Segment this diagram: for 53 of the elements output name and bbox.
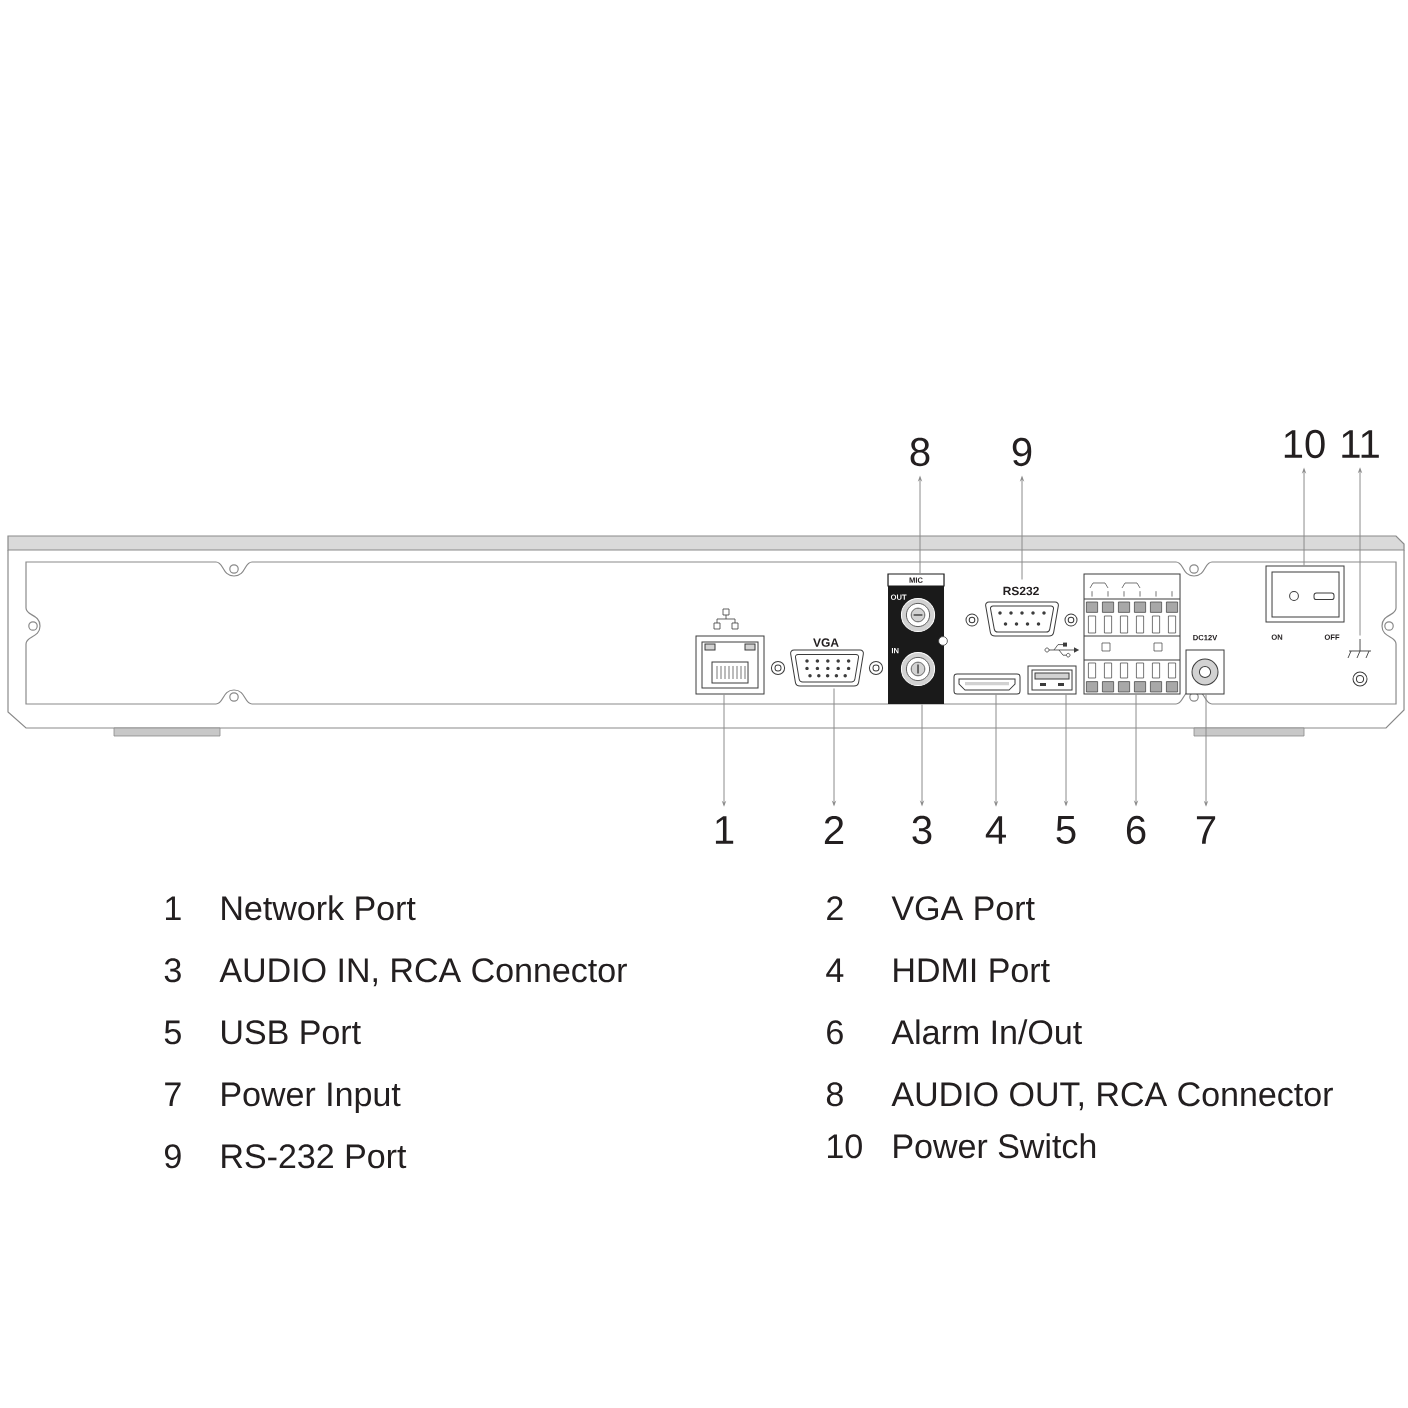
leader-line xyxy=(918,476,922,575)
leader-line xyxy=(1358,468,1362,637)
key-label: HDMI Port xyxy=(894,958,1050,983)
key-number: 3 xyxy=(164,958,181,983)
leader-line xyxy=(1020,476,1024,581)
callout-number: 7 xyxy=(1196,816,1216,844)
leader-line xyxy=(1204,693,1208,806)
callout-number: 10 xyxy=(1284,429,1325,459)
usb-port xyxy=(1027,665,1077,695)
key-number: 1 xyxy=(166,896,181,920)
callout-number: 3 xyxy=(912,815,932,845)
leader-line xyxy=(722,693,726,806)
ethernet-port xyxy=(695,635,765,695)
key-label: Power Input xyxy=(222,1082,401,1114)
key-number: 4 xyxy=(826,958,844,982)
rocker-switch xyxy=(1265,565,1345,623)
vga-port xyxy=(770,649,884,687)
callout-number: 6 xyxy=(1126,815,1146,845)
key-number: 8 xyxy=(826,1082,843,1107)
key-number: 9 xyxy=(165,1144,181,1169)
ground-terminal xyxy=(1347,638,1372,687)
leader-line xyxy=(832,687,836,806)
leader-line xyxy=(1064,693,1068,806)
key-label: Power Switch xyxy=(894,1133,1096,1159)
rca-jack xyxy=(888,636,948,704)
key-number: 6 xyxy=(827,1020,843,1045)
serial-port xyxy=(965,601,1078,637)
rca-jack xyxy=(887,573,945,639)
key-number: 5 xyxy=(164,1020,181,1045)
callout-number: 5 xyxy=(1056,816,1076,844)
leader-line xyxy=(1302,468,1306,567)
key-number: 7 xyxy=(165,1082,181,1106)
leader-line xyxy=(920,703,924,806)
key-label: Alarm In/Out xyxy=(891,1019,1082,1045)
leader-line xyxy=(1134,693,1138,806)
callout-number: 1 xyxy=(715,816,734,844)
leader-line xyxy=(994,693,998,806)
callout-number: 11 xyxy=(1342,430,1379,458)
key-label: USB Port xyxy=(222,1020,361,1045)
callout-number: 2 xyxy=(824,816,844,844)
key-label: VGA Port xyxy=(891,896,1035,921)
power-jack xyxy=(1185,649,1225,695)
callout-number: 4 xyxy=(985,816,1006,844)
callout-number: 8 xyxy=(910,437,930,467)
key-number: 2 xyxy=(827,896,843,920)
hdmi-port xyxy=(953,673,1021,695)
key-label: Network Port xyxy=(222,895,416,921)
key-label: RS-232 Port xyxy=(222,1144,407,1169)
key-label: AUDIO OUT, RCA Connector xyxy=(891,1082,1333,1111)
callout-number: 9 xyxy=(1012,437,1032,467)
terminal-block xyxy=(1083,573,1181,695)
key-number: 10 xyxy=(828,1134,862,1159)
key-label: AUDIO IN, RCA Connector xyxy=(219,958,627,987)
